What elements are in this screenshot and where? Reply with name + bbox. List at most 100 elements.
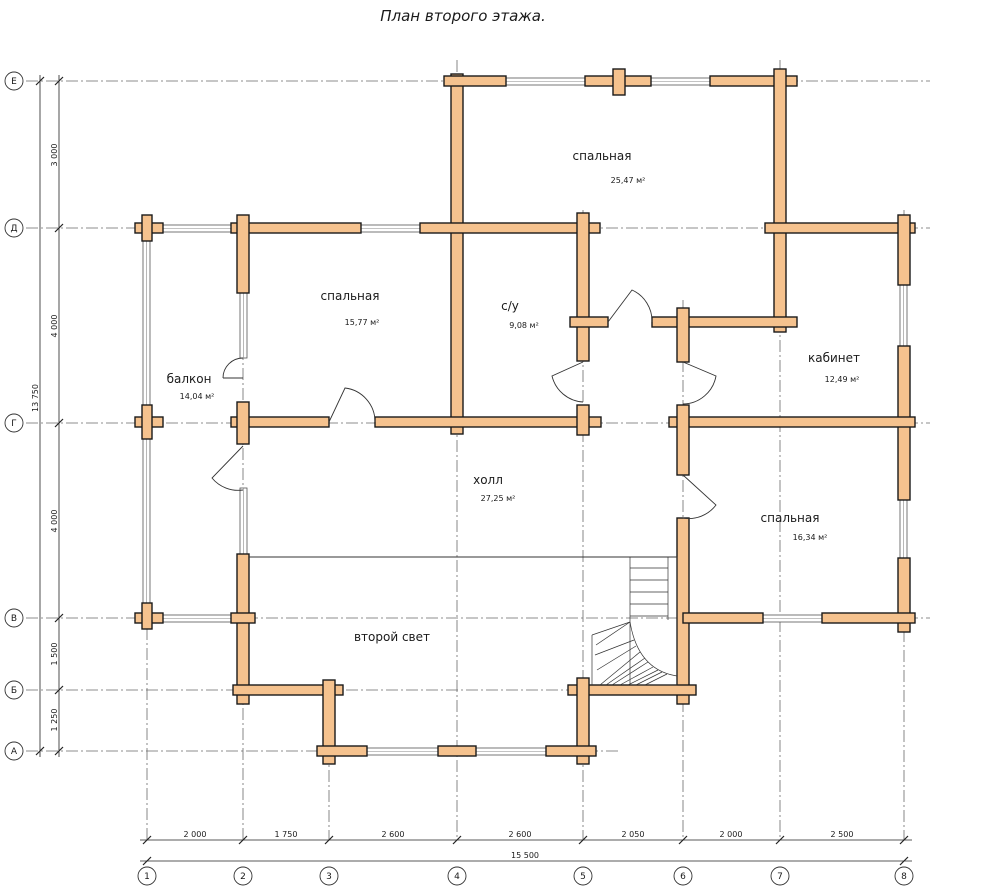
wall <box>443 75 507 87</box>
wall <box>450 73 464 435</box>
dim-left-1: 3 000 <box>50 144 59 167</box>
wall <box>821 612 916 624</box>
axis-bubbles: 1 2 3 4 5 6 7 8 Е Д Г В Б А <box>4 71 914 886</box>
room-area-bathroom: 9,08 м² <box>509 321 539 330</box>
dim-left-4: 1 500 <box>50 643 59 666</box>
wall <box>236 401 250 445</box>
door-swing <box>222 357 244 379</box>
axis-bubble-D <box>4 218 24 238</box>
room-name-balcony: балкон <box>167 372 212 386</box>
axis-bubble-G <box>4 413 24 433</box>
wall <box>374 416 602 428</box>
door-swing <box>607 289 653 323</box>
axis-bubble-3 <box>319 866 339 886</box>
door-swing <box>682 474 717 519</box>
wall <box>141 214 153 242</box>
dimensions-bottom: 2 000 1 750 2 600 2 600 2 050 2 000 2 50… <box>140 830 912 866</box>
axis-label-E: Е <box>11 77 17 87</box>
axis-label-5: 5 <box>580 872 586 882</box>
axis-label-4: 4 <box>454 872 460 882</box>
dim-bottom-6: 2 000 <box>720 830 743 839</box>
doors <box>211 289 717 519</box>
dim-bottom-4: 2 600 <box>509 830 532 839</box>
axis-bubble-A <box>4 741 24 761</box>
axis-grid <box>26 60 930 840</box>
wall <box>569 316 609 328</box>
axis-label-B: Б <box>11 686 17 696</box>
wall <box>651 316 798 328</box>
axis-label-6: 6 <box>680 872 686 882</box>
wall <box>545 745 597 757</box>
wall <box>682 612 764 624</box>
dim-left-2: 4 000 <box>50 315 59 338</box>
room-area-hall: 27,25 м² <box>481 494 516 503</box>
wall <box>230 222 362 234</box>
axis-bubble-E <box>4 71 24 91</box>
axis-label-V: В <box>11 614 17 624</box>
axis-bubble-7 <box>770 866 790 886</box>
wall <box>764 222 916 234</box>
wall <box>419 222 601 234</box>
wall <box>230 612 256 624</box>
wall <box>668 416 916 428</box>
axis-label-G: Г <box>11 419 17 429</box>
wall <box>676 404 690 476</box>
door-swing <box>211 445 244 491</box>
wall <box>141 404 153 440</box>
axis-label-1: 1 <box>144 872 150 882</box>
axis-bubble-B <box>4 680 24 700</box>
axis-bubble-4 <box>447 866 467 886</box>
dim-bottom-2: 1 750 <box>275 830 298 839</box>
room-area-study: 12,49 м² <box>825 375 860 384</box>
wall <box>232 684 344 696</box>
wall <box>236 553 250 705</box>
wall <box>316 745 368 757</box>
axis-bubble-V <box>4 608 24 628</box>
wall <box>709 75 798 87</box>
axis-label-3: 3 <box>326 872 332 882</box>
room-area-balcony: 14,04 м² <box>180 392 215 401</box>
staircase <box>591 556 678 686</box>
room-area-bedroom-top: 25,47 м² <box>611 176 646 185</box>
room-area-bedroom-left: 15,77 м² <box>345 318 380 327</box>
room-name-bedroom-left: спальная <box>321 289 380 303</box>
wall <box>576 212 590 362</box>
door-swing <box>551 361 584 403</box>
room-labels: спальная 25,47 м² спальная 15,77 м² с/у … <box>167 149 860 644</box>
axis-label-A: А <box>11 747 18 757</box>
dim-bottom-5: 2 050 <box>622 830 645 839</box>
door-swing <box>682 361 717 405</box>
room-name-second-light: второй свет <box>354 630 430 644</box>
dimensions-left: 3 000 4 000 4 000 1 500 1 250 13 750 <box>31 75 64 757</box>
axis-label-D: Д <box>10 224 17 234</box>
room-name-bedroom-top: спальная <box>573 149 632 163</box>
room-name-bathroom: с/у <box>501 299 519 313</box>
axis-bubble-2 <box>233 866 253 886</box>
dim-left-3: 4 000 <box>50 510 59 533</box>
dim-bottom-1: 2 000 <box>184 830 207 839</box>
dim-left-5: 1 250 <box>50 709 59 732</box>
wall <box>773 68 787 333</box>
room-name-bedroom-right: спальная <box>761 511 820 525</box>
axis-bubble-8 <box>894 866 914 886</box>
dim-bottom-3: 2 600 <box>382 830 405 839</box>
wall <box>236 214 250 294</box>
wall <box>576 677 590 765</box>
wall <box>676 517 690 705</box>
axis-label-8: 8 <box>901 872 907 882</box>
room-area-bedroom-right: 16,34 м² <box>793 533 828 542</box>
wall <box>576 404 590 436</box>
axis-label-7: 7 <box>777 872 783 882</box>
dim-left-total: 13 750 <box>31 384 40 412</box>
axis-bubble-6 <box>673 866 693 886</box>
axis-bubble-1 <box>137 866 157 886</box>
stair-outline <box>629 556 678 686</box>
dim-bottom-7: 2 500 <box>831 830 854 839</box>
dim-bottom-total: 15 500 <box>511 851 539 860</box>
axis-bubble-5 <box>573 866 593 886</box>
door-swing <box>328 387 376 423</box>
wall <box>437 745 477 757</box>
wall <box>897 214 911 286</box>
wall <box>322 679 336 765</box>
